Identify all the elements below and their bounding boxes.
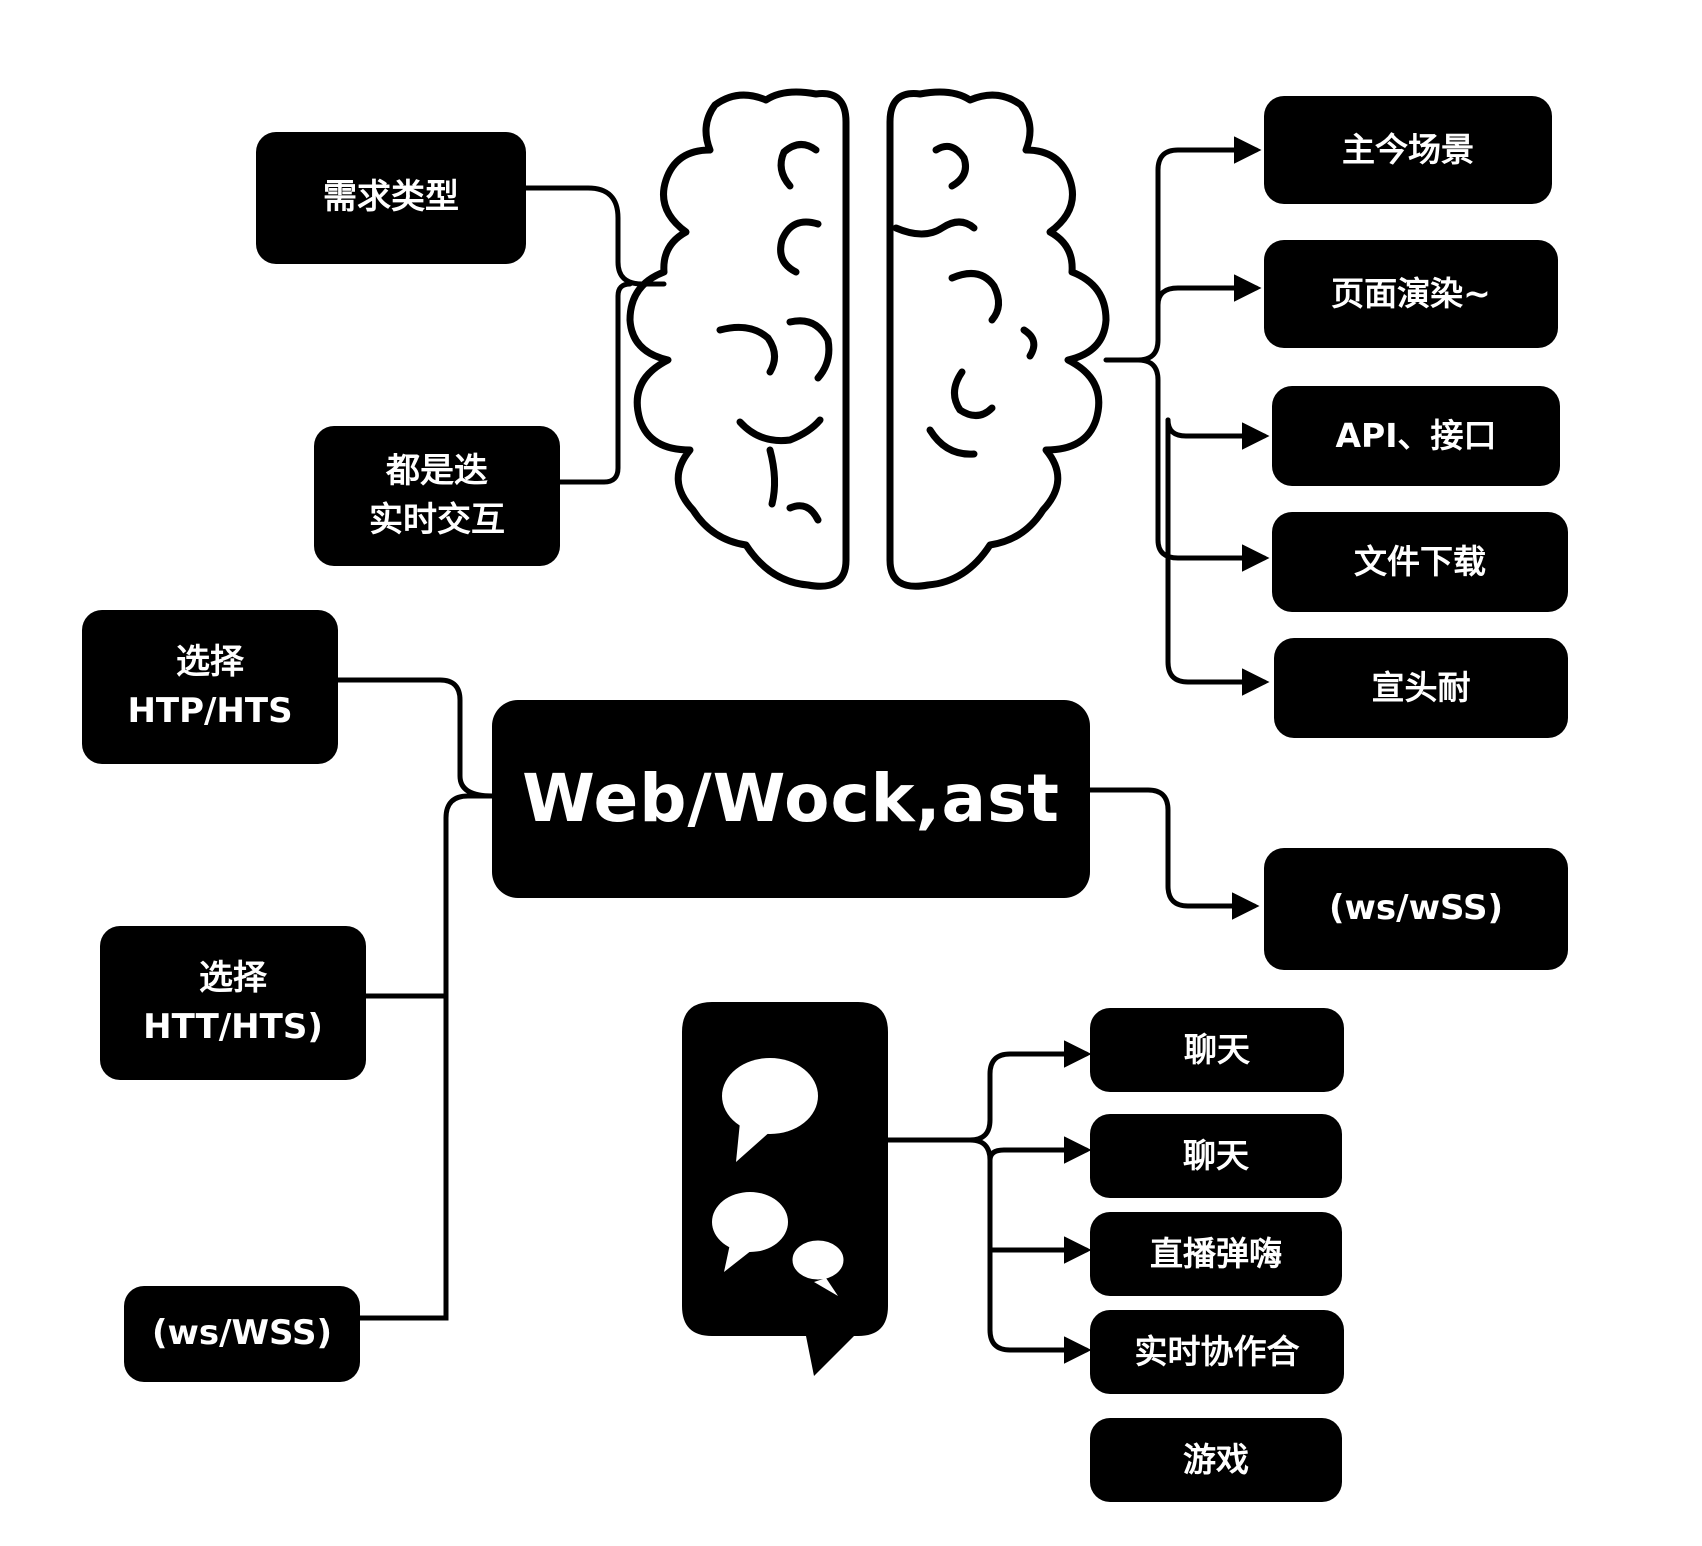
node-label: 宣头耐	[1371, 668, 1471, 708]
node-label: 主今场景	[1342, 130, 1474, 170]
node-label-line-2: 实时交互	[369, 500, 505, 540]
node-label: 实时协作合	[1134, 1332, 1300, 1372]
node-chat-1[interactable]: 聊天	[1090, 1008, 1344, 1092]
chat-bubbles-icon	[682, 1002, 888, 1376]
node-label: 页面演染~	[1331, 274, 1491, 314]
node-realtime-interaction[interactable]: 都是迭 实时交互	[314, 426, 560, 566]
central-node-label: Web/Wock,ast	[522, 760, 1060, 838]
node-game[interactable]: 游戏	[1090, 1418, 1342, 1502]
central-node[interactable]: Web/Wock,ast	[492, 700, 1090, 898]
connector-left-central	[335, 677, 495, 1321]
node-label: (ws/wSS)	[1328, 888, 1503, 929]
node-api-interface[interactable]: API、接口	[1272, 386, 1560, 486]
node-label: 直播弹嗨	[1150, 1234, 1282, 1274]
node-label-line-1: 选择	[176, 641, 244, 682]
connector-brain-left	[523, 185, 667, 485]
node-live-comments[interactable]: 直播弹嗨	[1090, 1212, 1342, 1296]
node-main-scenario[interactable]: 主今场景	[1264, 96, 1552, 204]
node-ws-wss-right[interactable]: (ws/wSS)	[1264, 848, 1568, 970]
connector-brain-right	[1103, 136, 1270, 696]
node-choose-http-2[interactable]: 选择 HTT/HTS)	[100, 926, 366, 1080]
node-label: API、接口	[1335, 416, 1497, 456]
node-label: 聊天	[1184, 1030, 1250, 1070]
node-label-line-1: 都是迭	[386, 450, 488, 491]
node-misc[interactable]: 宣头耐	[1274, 638, 1568, 738]
node-chat-2[interactable]: 聊天	[1090, 1114, 1342, 1198]
node-label: 需求类型	[323, 177, 459, 218]
connector-central-right	[1087, 787, 1260, 920]
node-label-line-2: HTP/HTS	[127, 691, 293, 731]
brain-icon	[626, 88, 1110, 590]
node-label: 文件下载	[1354, 542, 1486, 582]
node-label: (ws/WSS)	[151, 1313, 333, 1354]
node-ws-wss-left[interactable]: (ws/WSS)	[124, 1286, 360, 1382]
connector-chat-right	[885, 1040, 1092, 1364]
node-label-line-1: 选择	[199, 957, 267, 998]
node-page-render[interactable]: 页面演染~	[1264, 240, 1558, 348]
node-choose-http-1[interactable]: 选择 HTP/HTS	[82, 610, 338, 764]
node-file-download[interactable]: 文件下载	[1272, 512, 1568, 612]
node-realtime-collab[interactable]: 实时协作合	[1090, 1310, 1344, 1394]
node-label: 聊天	[1183, 1136, 1249, 1176]
node-label: 游戏	[1183, 1440, 1249, 1480]
node-label-line-2: HTT/HTS)	[143, 1007, 323, 1047]
node-requirement-type[interactable]: 需求类型	[256, 132, 526, 264]
